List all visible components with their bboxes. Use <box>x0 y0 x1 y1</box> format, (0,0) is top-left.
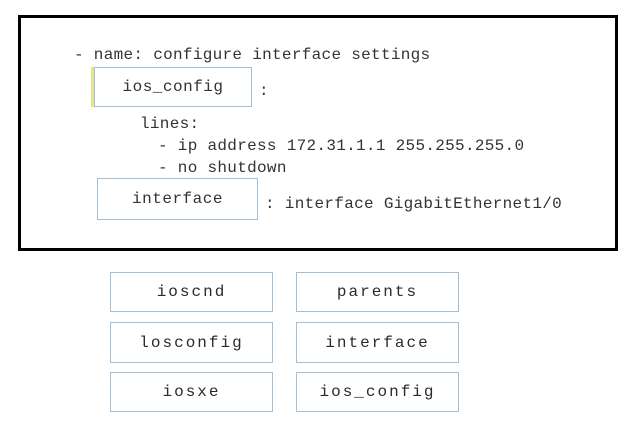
option-parents[interactable]: parents <box>296 272 459 312</box>
option-ioscnd[interactable]: ioscnd <box>110 272 273 312</box>
interface-key-value: interface <box>132 190 223 208</box>
option-ios-config[interactable]: ios_config <box>296 372 459 412</box>
interface-key-dropzone[interactable]: interface <box>97 178 258 220</box>
lines-label: lines: <box>140 115 200 133</box>
parents-slot-row: interface : interface GigabitEthernet1/0 <box>97 178 562 220</box>
module-name-dropzone[interactable]: ios_config <box>94 67 252 107</box>
module-slot-row: ios_config : <box>94 67 269 107</box>
task-name-line: - name: configure interface settings <box>74 46 431 64</box>
option-losconfig[interactable]: losconfig <box>110 322 273 363</box>
module-colon: : <box>259 82 269 100</box>
interface-value-text: : interface GigabitEthernet1/0 <box>265 195 563 213</box>
module-name-value: ios_config <box>122 78 224 96</box>
config-line-ip-address: - ip address 172.31.1.1 255.255.255.0 <box>158 137 525 155</box>
code-panel: - name: configure interface settings ios… <box>18 15 618 251</box>
config-line-no-shutdown: - no shutdown <box>158 159 287 177</box>
option-iosxe[interactable]: iosxe <box>110 372 273 412</box>
option-interface[interactable]: interface <box>296 322 459 363</box>
